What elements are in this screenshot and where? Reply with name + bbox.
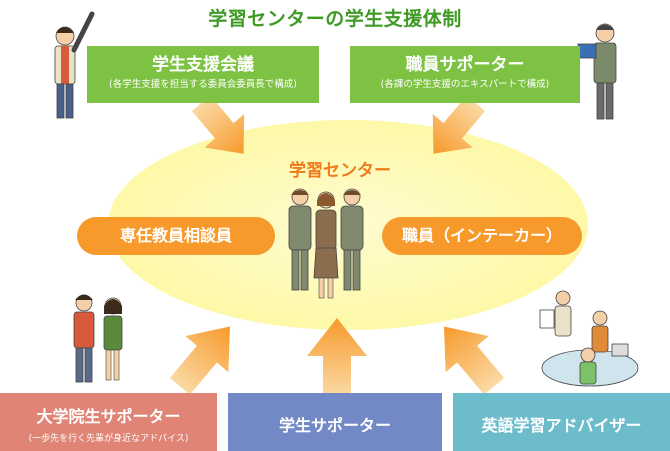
arrow-bottom-left: [169, 326, 230, 395]
english-advisor-box: 英語学習アドバイザー: [453, 393, 670, 451]
staff-supporter-subtitle: (各課の学生支援のエキスパートで構成): [380, 79, 550, 90]
center-label: 学習センター: [289, 161, 391, 181]
student-raising-hand-illustration: [54, 11, 95, 119]
student-supporter-title: 学生サポーター: [278, 416, 391, 435]
graduate-supporter-title: 大学院生サポーター: [36, 407, 181, 426]
arrow-bottom-center: [307, 318, 367, 395]
student-support-council-title: 学生支援会議: [152, 55, 254, 75]
graduate-supporter-box: 大学院生サポーター (一歩先を行く先輩が身近なアドバイス): [0, 393, 217, 451]
student-supporter-box: 学生サポーター: [228, 393, 442, 451]
staff-with-book-illustration: [577, 23, 617, 120]
student-support-council-subtitle: (各学生支援を担当する委員会委員長で構成): [109, 79, 297, 90]
arrow-top-right: [432, 95, 486, 154]
english-advisors-illustration: [539, 290, 639, 387]
page-title: 学習センターの学生支援体制: [208, 8, 462, 30]
student-support-council-box: 学生支援会議 (各学生支援を担当する委員会委員長で構成): [87, 46, 319, 103]
arrow-bottom-right: [444, 326, 505, 395]
english-advisor-title: 英語学習アドバイザー: [481, 416, 642, 435]
faculty-counselor-pill: 専任教員相談員: [77, 217, 275, 255]
graduate-students-illustration: [73, 294, 123, 383]
graduate-supporter-subtitle: (一歩先を行く先輩が身近なアドバイス): [28, 434, 189, 444]
staff-intaker-pill: 職員（インテーカー）: [382, 217, 582, 255]
arrow-top-left: [191, 95, 245, 154]
staff-supporter-box: 職員サポーター (各課の学生支援のエキスパートで構成): [350, 46, 580, 103]
staff-figures-illustration: [288, 188, 364, 299]
staff-supporter-title: 職員サポーター: [405, 55, 525, 75]
